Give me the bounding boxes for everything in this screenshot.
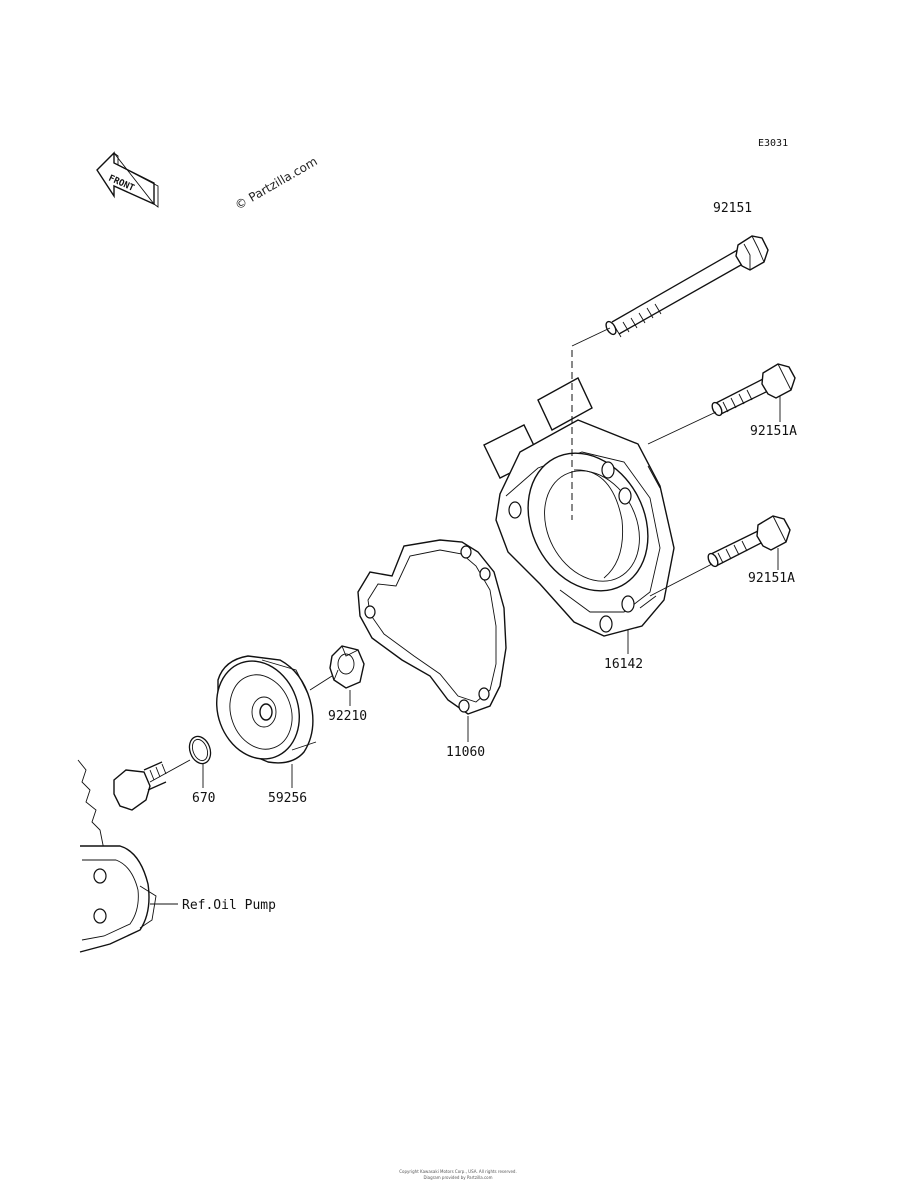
callout-92151A-upper: 92151A xyxy=(750,424,797,439)
callout-16142: 16142 xyxy=(604,657,643,672)
callout-11060: 11060 xyxy=(446,745,485,760)
footer-line-2: Diagram provided by Partzilla.com xyxy=(423,1175,492,1180)
callout-670: 670 xyxy=(192,791,215,806)
callout-92210: 92210 xyxy=(328,709,367,724)
oring-670 xyxy=(188,735,212,765)
callout-59256: 59256 xyxy=(268,791,307,806)
pump-cover-16142 xyxy=(483,377,675,637)
front-arrow-icon: FRONT xyxy=(96,151,159,208)
bolt-long-92151 xyxy=(605,235,769,338)
gasket-11060 xyxy=(357,539,507,715)
callout-92151A-lower: 92151A xyxy=(748,571,795,586)
bolt-upper-92151A xyxy=(711,363,796,417)
leader-lines xyxy=(149,327,781,905)
callout-92151: 92151 xyxy=(713,201,752,216)
watermark-text: © Partzilla.com xyxy=(233,154,320,212)
diagram-code: E3031 xyxy=(758,138,788,149)
callout-ref-oil-pump: Ref.Oil Pump xyxy=(182,898,276,913)
footer-line-1: Copyright Kawasaki Motors Corp., USA. Al… xyxy=(399,1169,517,1174)
bolt-lower-92151A xyxy=(707,515,791,568)
impeller-59256 xyxy=(216,655,317,764)
oil-pump-reference xyxy=(77,759,167,953)
nut-92210 xyxy=(329,645,365,689)
